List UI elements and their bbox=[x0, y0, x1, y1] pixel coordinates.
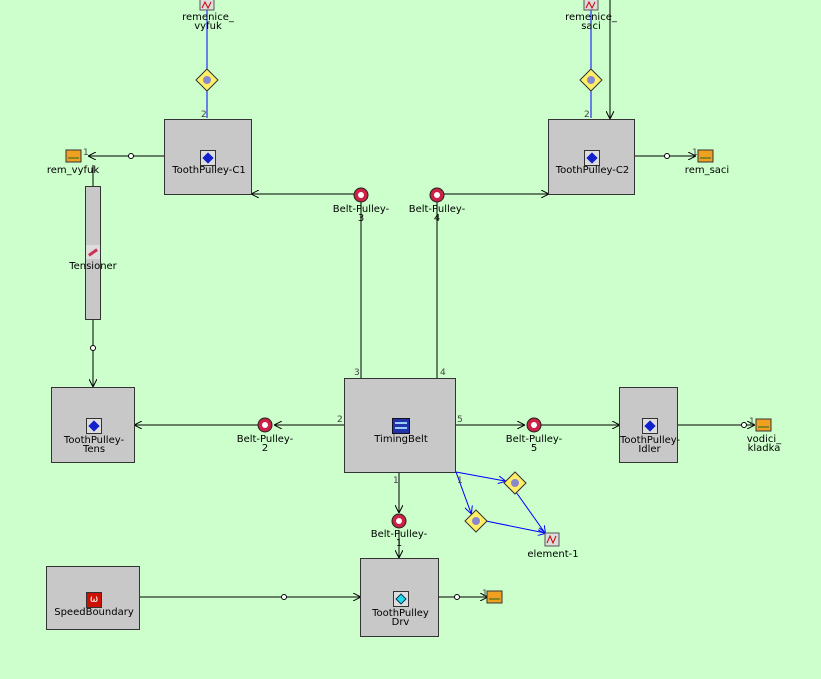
sensor-diamond-tb-2[interactable] bbox=[464, 509, 488, 533]
pulley-icon bbox=[200, 150, 216, 166]
port-number: 2 bbox=[584, 110, 590, 120]
pulley-icon bbox=[86, 418, 102, 434]
port-number: 1 bbox=[457, 476, 463, 486]
remenice-saci-label-1: remenice_ bbox=[565, 12, 617, 23]
port-number: 2 bbox=[337, 415, 343, 425]
block-label-line1: ToothPulley- bbox=[63, 435, 125, 446]
element-1-label: element-1 bbox=[527, 549, 579, 560]
port-number: 1 bbox=[692, 148, 698, 158]
port-number: 1 bbox=[482, 589, 488, 599]
pulley-icon bbox=[642, 418, 658, 434]
port-number: 4 bbox=[440, 368, 446, 378]
rem-vyfuk-label: rem_vyfuk bbox=[46, 165, 100, 176]
sensor-diamond-saci[interactable] bbox=[579, 68, 603, 92]
pulley-icon bbox=[584, 150, 600, 166]
belt-pulley-3-icon[interactable] bbox=[353, 187, 369, 203]
tooth-pulley-c1-block[interactable]: ToothPulley-C1 bbox=[164, 119, 252, 195]
belt-pulley-2-icon[interactable] bbox=[257, 417, 273, 433]
remenice-vyfuk-icon[interactable] bbox=[199, 0, 215, 11]
belt-pulley-2-label-1: Belt-Pulley- bbox=[236, 434, 294, 445]
vodici-kladka-icon[interactable] bbox=[755, 418, 772, 432]
tooth-pulley-c2-block[interactable]: ToothPulley-C2 bbox=[548, 119, 635, 195]
signal-sensor2-element bbox=[485, 520, 545, 533]
block-label: ToothPulley-C2 bbox=[555, 165, 630, 176]
connector-dot bbox=[281, 594, 287, 600]
element-1-icon[interactable] bbox=[544, 532, 560, 547]
port-number: 1 bbox=[393, 476, 399, 486]
connector-dot bbox=[664, 153, 670, 159]
vodici-kladka-label-1: vodici_ bbox=[746, 434, 782, 445]
belt-icon bbox=[392, 418, 410, 434]
signal-sensor1-element bbox=[515, 491, 545, 533]
pulley-icon bbox=[393, 591, 409, 607]
connector-dot bbox=[128, 153, 134, 159]
connector-dot bbox=[741, 422, 747, 428]
speed-boundary-block[interactable]: ω SpeedBoundary bbox=[46, 566, 140, 630]
remenice-saci-label-2: saci bbox=[581, 21, 601, 32]
belt-pulley-5-icon[interactable] bbox=[526, 417, 542, 433]
omega-icon: ω bbox=[86, 592, 102, 608]
rem-saci-label: rem_saci bbox=[684, 165, 730, 176]
drv-out-icon[interactable] bbox=[486, 590, 503, 604]
block-label-line1: ToothPulley- bbox=[620, 435, 681, 446]
sensor-diamond-tb-1[interactable] bbox=[503, 471, 527, 495]
belt-pulley-4-icon[interactable] bbox=[429, 187, 445, 203]
belt-pulley-1-icon[interactable] bbox=[391, 513, 407, 529]
block-label: ToothPulley-C1 bbox=[172, 165, 246, 176]
belt-pulley-1-label-1: Belt-Pulley- bbox=[370, 529, 428, 540]
tooth-pulley-drv-block[interactable]: ToothPulley Drv bbox=[360, 558, 439, 637]
rem-vyfuk-icon[interactable] bbox=[65, 149, 82, 163]
rem-saci-icon[interactable] bbox=[697, 149, 714, 163]
port-number: 1 bbox=[83, 148, 89, 158]
remenice-saci-icon[interactable] bbox=[583, 0, 599, 11]
belt-pulley-1-label-2: 1 bbox=[395, 538, 403, 549]
block-label-line2: Idler bbox=[638, 444, 661, 455]
belt-pulley-3-label-2: 3 bbox=[357, 213, 365, 224]
remenice-vyfuk-label-1: remenice_ bbox=[182, 12, 234, 23]
port-number: 1 bbox=[749, 417, 755, 427]
port-number: 5 bbox=[457, 415, 463, 425]
block-label: SpeedBoundary bbox=[54, 607, 134, 618]
tooth-pulley-idler-block[interactable]: ToothPulley- Idler bbox=[619, 387, 681, 463]
port-number: 2 bbox=[201, 110, 207, 120]
connector-dot bbox=[90, 345, 96, 351]
tensioner-block[interactable] bbox=[85, 186, 101, 320]
timing-belt-block[interactable]: TimingBelt bbox=[344, 378, 456, 473]
sensor-diamond-vyfuk[interactable] bbox=[195, 68, 219, 92]
tensioner-label: Tensioner bbox=[69, 261, 117, 272]
belt-pulley-2-label-2: 2 bbox=[261, 443, 269, 454]
port-number: 3 bbox=[354, 368, 360, 378]
belt-pulley-4-label-1: Belt-Pulley- bbox=[408, 204, 466, 215]
remenice-vyfuk-label-2: vyfuk bbox=[194, 21, 222, 32]
belt-pulley-3-label-1: Belt-Pulley- bbox=[332, 204, 390, 215]
spring-icon bbox=[86, 245, 100, 259]
belt-pulley-5-label-2: 5 bbox=[530, 443, 538, 454]
belt-pulley-5-label-1: Belt-Pulley- bbox=[505, 434, 563, 445]
vodici-kladka-label-2: kladka bbox=[747, 443, 781, 454]
block-label: TimingBelt bbox=[374, 434, 428, 445]
block-label-line2: Tens bbox=[82, 444, 106, 455]
belt-pulley-4-label-2: 4 bbox=[433, 213, 441, 224]
block-label-line2: Drv bbox=[391, 617, 410, 628]
signal-tb-sensor2 bbox=[455, 471, 471, 513]
tooth-pulley-tens-block[interactable]: ToothPulley- Tens bbox=[51, 387, 135, 463]
block-label-line1: ToothPulley bbox=[372, 608, 429, 619]
signal-tb-sensor1 bbox=[455, 471, 505, 481]
connector-dot bbox=[454, 594, 460, 600]
